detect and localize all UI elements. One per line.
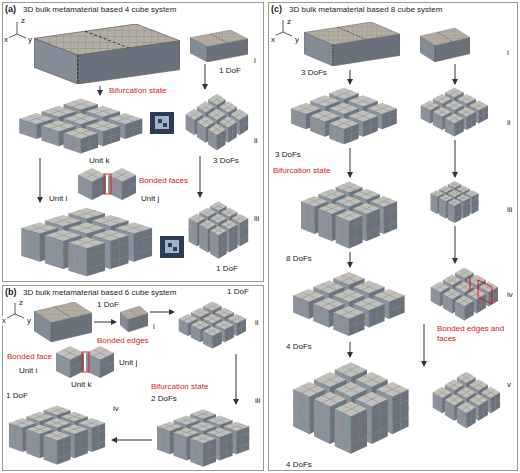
stage-label: x (1, 316, 7, 326)
stage-label: i (152, 322, 156, 332)
stage-label: iii (254, 396, 261, 406)
stage-label: Unit k (70, 380, 92, 390)
panel-frame: (a) 3D bulk metamaterial based 4 cube sys… (2, 2, 264, 282)
stage-label: y (27, 35, 33, 45)
annotation-label: Bonded face (6, 352, 53, 362)
stage-label: i (506, 48, 510, 58)
annotation-label: Bifurcation state (108, 86, 167, 96)
stage-label: 1 DoF (218, 66, 242, 76)
panel-tag: (c) (271, 4, 282, 14)
stage-label: z (20, 16, 26, 26)
stage-label: 1 DoF (96, 300, 120, 310)
panel-c-art (291, 22, 500, 454)
stage-label: iv (112, 404, 120, 414)
stage-label: 1 DoF (226, 287, 250, 297)
stage-label: iii (506, 205, 513, 215)
panel-a-art (19, 24, 248, 276)
stage-label: ii (254, 318, 260, 328)
stage-label: 2 DoFs (150, 394, 178, 404)
stage-label: 1 DoF (215, 264, 239, 274)
stage-label: z (286, 17, 292, 27)
stage-label: iv (506, 290, 514, 300)
stage-label: Unit i (18, 366, 38, 376)
stage-label: x (3, 35, 9, 45)
annotation-label: Bonded edges (96, 336, 150, 346)
stage-label: 4 DoFs (285, 342, 313, 352)
panel-title: 3D bulk metamaterial based 6 cube system (23, 288, 176, 297)
annotation-label: Bifurcation state (150, 382, 209, 392)
stage-label: v (506, 380, 512, 390)
panel-b-art (9, 301, 249, 466)
stage-label: Unit i (48, 194, 68, 204)
panel-tag: (b) (5, 287, 17, 297)
annotation-label: Bonded edges and faces (436, 324, 510, 344)
stage-label: 1 DoF (5, 391, 29, 401)
stage-label: ii (506, 118, 512, 128)
stage-label: Unit j (140, 194, 160, 204)
stage-label: 3 DoFs (300, 68, 328, 78)
stage-label: y (26, 316, 32, 326)
annotation-label: Bonded faces (138, 176, 189, 186)
stage-label: Unit k (88, 156, 110, 166)
stage-label: 4 DoFs (285, 460, 313, 470)
stage-label: z (18, 298, 24, 308)
annotation-label: Bifurcation state (272, 166, 331, 176)
stage-label: x (270, 35, 276, 45)
panel-title: 3D bulk metamaterial based 4 cube system (23, 5, 176, 14)
stage-label: i (253, 56, 257, 66)
stage-label: 3 DoFs (274, 150, 302, 160)
axes (7, 20, 292, 318)
panel-tag: (a) (5, 4, 16, 14)
stage-label: iii (253, 214, 260, 224)
stage-label: 8 DoFs (285, 254, 313, 264)
panel-frame: (b) 3D bulk metamaterial based 6 cube sys… (2, 285, 264, 471)
stage-label: y (294, 35, 300, 45)
stage-label: 3 DoFs (212, 156, 240, 166)
panel-title: 3D bulk metamaterial based 8 cube system (289, 5, 442, 14)
stage-label: Unit j (118, 358, 138, 368)
stage-label: ii (253, 136, 259, 146)
